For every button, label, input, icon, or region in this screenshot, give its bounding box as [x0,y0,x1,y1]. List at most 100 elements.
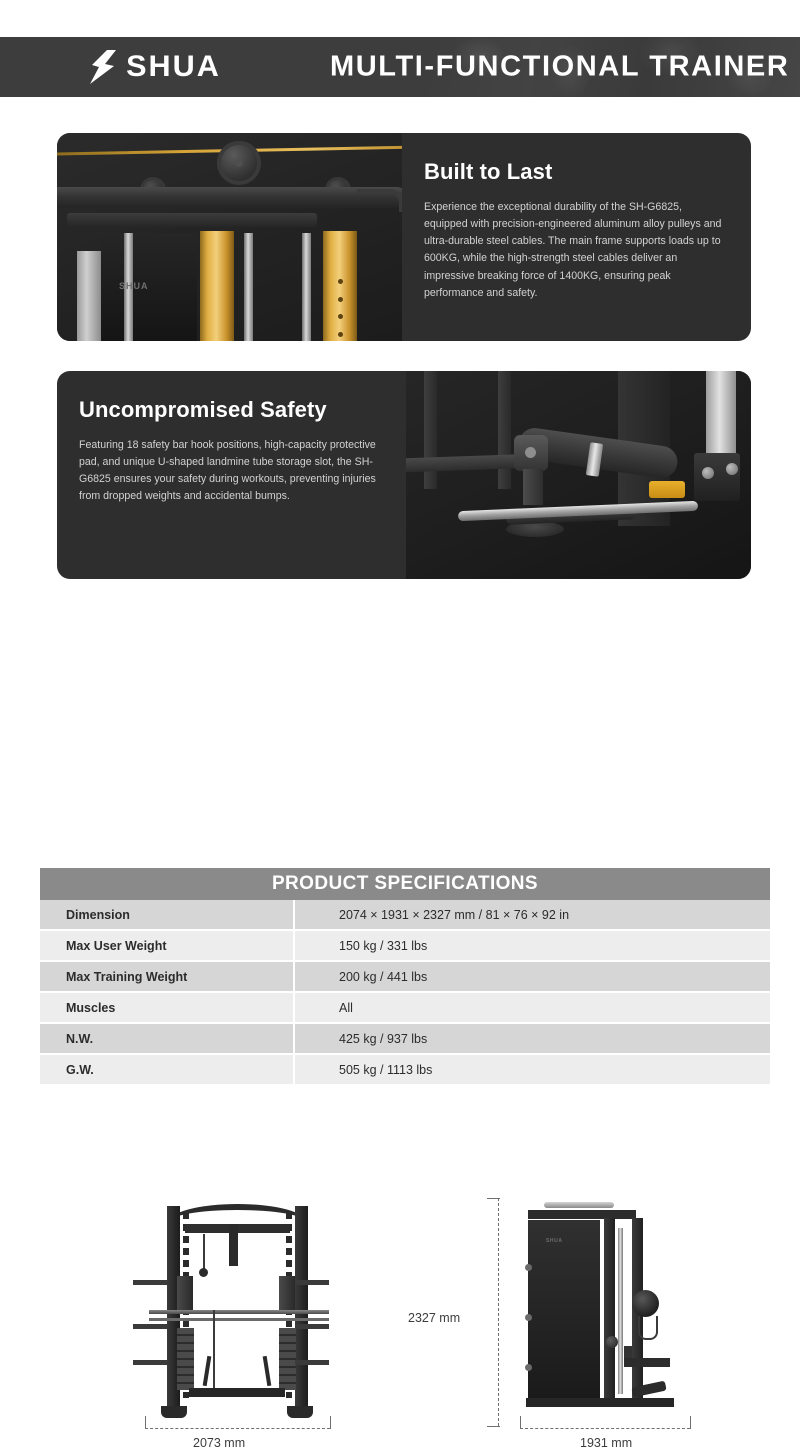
gold-rail-1 [200,231,234,341]
landmine-pedestal [523,469,543,505]
brand-logo-text: SHUA [126,50,221,83]
side-shroud-panel [528,1220,600,1400]
spec-label: Max User Weight [40,931,295,960]
front-barbell-secondary [149,1318,329,1321]
rail-hole [337,279,343,285]
front-width-label: 2073 mm [193,1436,246,1450]
front-foot-left [161,1406,187,1418]
side-handle-strap [638,1316,658,1340]
frame-panel-block [101,233,197,341]
side-knob-2 [525,1314,532,1321]
panel-heading-built-to-last: Built to Last [424,159,553,184]
machine-logo-text: SHUA [119,281,149,291]
adjustment-knob-1 [702,467,714,479]
rail-hole [337,331,343,337]
front-cable [203,1234,205,1270]
header-background-photo [420,37,800,97]
front-weight-stack-right [279,1328,296,1390]
landmine-base [506,521,564,537]
front-handle-right [262,1355,272,1387]
side-knob-3 [525,1364,532,1371]
product-closeup-image-landmine [406,371,751,579]
side-knob-1 [525,1264,532,1271]
spec-label: Muscles [40,993,295,1022]
spec-label: Max Training Weight [40,962,295,991]
gold-rail-2 [323,231,357,341]
side-top-bar [544,1202,614,1208]
side-view-drawing: SHUA [520,1198,680,1420]
feature-panel-uncompromised-safety: Uncompromised Safety Featuring 18 safety… [57,371,751,579]
front-carriage-left [177,1276,193,1310]
side-arm-pad [624,1358,670,1367]
table-row: G.W. 505 kg / 1113 lbs [40,1055,770,1086]
lightning-bolt-icon [90,50,116,84]
product-specifications-table: PRODUCT SPECIFICATIONS Dimension 2074 × … [40,868,770,1086]
panel-body-built-to-last: Experience the exceptional durability of… [424,201,722,299]
table-row: Max User Weight 150 kg / 331 lbs [40,931,770,962]
frame-crossbar [57,187,402,208]
page-title: MULTI-FUNCTIONAL TRAINER [330,50,790,83]
front-foot-right [287,1406,313,1418]
table-row: N.W. 425 kg / 937 lbs [40,1024,770,1055]
panel-heading-uncompromised-safety: Uncompromised Safety [79,397,327,422]
rail-hole [337,314,343,320]
rail-hole [337,296,343,302]
spec-value: 505 kg / 1113 lbs [339,1062,433,1077]
front-plate-holder [133,1280,167,1285]
front-plate-holder [133,1360,167,1365]
bar-hook [357,189,402,212]
yellow-protective-pad [649,481,685,498]
side-width-tick-right [690,1416,691,1429]
height-dimension-line [498,1198,499,1426]
side-top-rail [528,1210,636,1219]
front-barbell [149,1310,329,1314]
height-label: 2327 mm [408,1311,461,1325]
front-width-dimension-line [145,1428,330,1429]
side-chrome-rod [618,1228,623,1394]
brand-logo: SHUA [88,50,220,84]
page-header: SHUA MULTI-FUNCTIONAL TRAINER [0,37,800,97]
front-plate-holder [133,1324,167,1329]
spec-value: All [339,1000,353,1015]
side-roller [606,1336,618,1348]
front-plate-holder [295,1360,329,1365]
spec-value: 2074 × 1931 × 2327 mm / 81 × 76 × 92 in [339,907,570,922]
pivot-joint [514,435,548,471]
front-plate-holder [295,1280,329,1285]
front-base-bench [189,1388,285,1397]
side-machine-logo: SHUA [546,1238,563,1244]
spec-value: 425 kg / 937 lbs [339,1031,428,1046]
side-width-dimension-line [520,1428,690,1429]
frame-post-2 [498,371,511,489]
front-plate-holder [295,1324,329,1329]
height-tick-bottom [487,1426,500,1427]
table-row: Dimension 2074 × 1931 × 2327 mm / 81 × 7… [40,900,770,931]
front-weight-stack-left [177,1328,194,1390]
weight-plate-left [77,251,101,341]
table-row: Max Training Weight 200 kg / 441 lbs [40,962,770,993]
dimension-diagrams: 2073 mm SHUA 1931 mm 2327 mm [0,590,800,1450]
table-row: Muscles All [40,993,770,1024]
side-pulley-icon [632,1290,659,1317]
pulley-icon [217,141,261,185]
feature-panel-built-to-last: SHUA Built to Last Experience the except… [57,133,751,341]
side-base-bar [526,1398,674,1407]
spec-label: N.W. [40,1024,295,1053]
front-carriage-right [279,1276,295,1310]
front-upright-right [295,1206,308,1412]
front-handle-left [202,1355,212,1387]
chrome-guide-rod-2 [244,233,253,341]
side-width-label: 1931 mm [580,1436,633,1450]
side-block [694,453,740,501]
product-closeup-image-frame: SHUA [57,133,402,341]
chrome-guide-rod-1 [124,233,133,341]
front-vertical-cable [213,1310,215,1394]
front-view-drawing [133,1198,329,1420]
front-cable-weight [199,1268,208,1277]
spec-label: Dimension [40,900,295,929]
frame-crossbar-secondary [67,213,317,227]
specifications-title: PRODUCT SPECIFICATIONS [40,868,770,900]
chrome-guide-rod-3 [302,233,311,341]
side-column-1 [604,1218,615,1402]
spec-value: 200 kg / 441 lbs [339,969,428,984]
